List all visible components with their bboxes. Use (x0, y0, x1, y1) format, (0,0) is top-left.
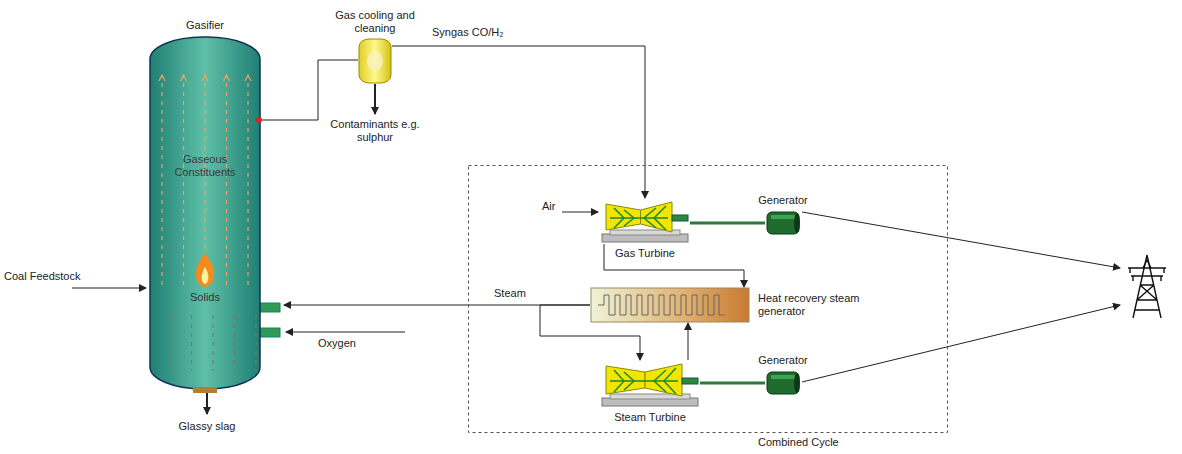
node-label: Generator (748, 194, 818, 207)
feed-arrow (72, 288, 146, 289)
stream-label: Air (542, 200, 555, 213)
node-label: Gasifier (160, 19, 250, 32)
pylon-icon (1128, 255, 1166, 318)
power-line (802, 305, 1120, 382)
flow-connector (604, 244, 744, 287)
power-line (802, 212, 1120, 268)
flow-connector (392, 46, 645, 198)
edge-label: Steam (492, 287, 528, 300)
air-arrow (562, 212, 598, 213)
flow-connector (700, 382, 765, 385)
equipment-node: Heat recovery steam generator (590, 287, 750, 323)
slag-arrow (206, 393, 208, 414)
group-box: Combined CycleGas TurbineGeneratorHeat r… (468, 165, 948, 433)
equipment-shape (590, 287, 750, 323)
node-label: Gas Turbine (605, 247, 685, 260)
equipment-node: Gas Turbine (600, 198, 690, 244)
flow-connector (690, 222, 765, 225)
node-body: Solids (175, 291, 235, 304)
node-label: Steam Turbine (605, 411, 695, 424)
stream-label: Glassy slag (179, 420, 236, 433)
node-label: Gas cooling and cleaning (320, 9, 430, 35)
equipment-node: Gas cooling and cleaning (358, 38, 392, 84)
equipment-node: Generator (765, 370, 801, 396)
stream-label: Oxygen (318, 337, 356, 350)
node-body: Gaseous Constituents (163, 153, 247, 179)
contaminant-arrow (374, 84, 376, 114)
equipment-shape (765, 370, 801, 396)
stream-label: Contaminants e.g. sulphur (325, 118, 425, 144)
flow-connector (262, 60, 358, 120)
equipment-shape (148, 35, 262, 391)
equipment-node: GasifierGaseous ConstituentsSolids (148, 35, 262, 391)
equipment-shape (600, 198, 690, 244)
equipment-shape (765, 210, 801, 236)
node-label: Combined Cycle (758, 436, 839, 449)
node-label: Generator (748, 354, 818, 367)
stream-label: Coal Feedstock (4, 270, 80, 283)
node-label: Heat recovery steam generator (758, 292, 908, 318)
equipment-shape (600, 360, 700, 408)
edge-label: Syngas CO/H₂ (430, 26, 506, 39)
oxygen-arrow (286, 332, 405, 333)
flow-connector (688, 323, 689, 360)
equipment-node: Generator (765, 210, 801, 236)
equipment-shape (358, 38, 392, 84)
equipment-node: Steam Turbine (600, 360, 700, 408)
